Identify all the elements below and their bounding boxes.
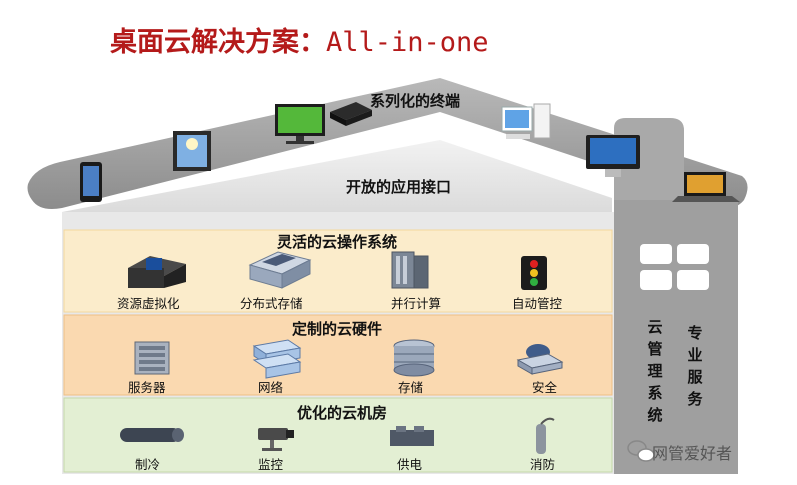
virtualization-server-icon [128, 256, 186, 288]
item-power: 供电 [397, 457, 423, 472]
api-label: 开放的应用接口 [346, 178, 452, 196]
cooling-unit-icon [120, 428, 184, 442]
phone-icon [80, 162, 102, 202]
firewall-icon [516, 344, 564, 375]
terminals-label: 系列化的终端 [370, 92, 461, 110]
gable-wall [62, 140, 612, 228]
item-security: 安全 [532, 380, 558, 395]
item-monitoring: 监控 [258, 457, 284, 472]
title-main: 桌面云解决方案： [110, 27, 326, 58]
section-title-datacenter: 优化的云机房 [297, 404, 388, 422]
item-fire-protection: 消防 [530, 457, 556, 472]
fire-extinguisher-icon [536, 417, 555, 454]
section-title-os: 灵活的云操作系统 [277, 233, 398, 251]
item-network: 网络 [258, 380, 284, 395]
storage-disk-icon [393, 339, 435, 377]
traffic-light-icon [521, 256, 547, 290]
power-supply-icon [390, 426, 434, 446]
item-server: 服务器 [128, 380, 166, 395]
server-rack-icon [134, 341, 170, 375]
item-parallel-computing: 并行计算 [391, 296, 442, 311]
title-en: All-in-one [326, 27, 489, 58]
section-bands [63, 229, 613, 473]
window-icon [640, 244, 709, 290]
network-switch-icon [252, 339, 302, 379]
monitor-green-icon [275, 104, 325, 144]
item-cooling: 制冷 [135, 457, 161, 472]
laptop-icon [672, 172, 740, 202]
item-auto-control: 自动管控 [512, 296, 563, 311]
item-virtualization: 资源虚拟化 [117, 296, 180, 311]
pc-icon [501, 103, 551, 139]
thin-client-icon [330, 102, 372, 126]
parallel-computing-icon [391, 251, 429, 289]
page-title: 桌面云解决方案：All-in-one [110, 20, 489, 59]
item-distributed-storage: 分布式存储 [240, 296, 303, 311]
imac-icon [586, 135, 640, 177]
surveillance-camera-icon [258, 428, 294, 451]
photo-frame-icon [173, 131, 211, 171]
item-storage: 存储 [398, 380, 424, 395]
watermark: 网管爱好者 [652, 444, 733, 463]
section-title-hardware: 定制的云硬件 [292, 320, 383, 338]
wechat-logo-icon [627, 440, 655, 462]
distributed-storage-icon [248, 251, 312, 289]
professional-service-label: 专业服务 [687, 324, 703, 408]
side-panel [614, 200, 738, 474]
cloud-management-label: 云管理系统 [647, 318, 663, 424]
